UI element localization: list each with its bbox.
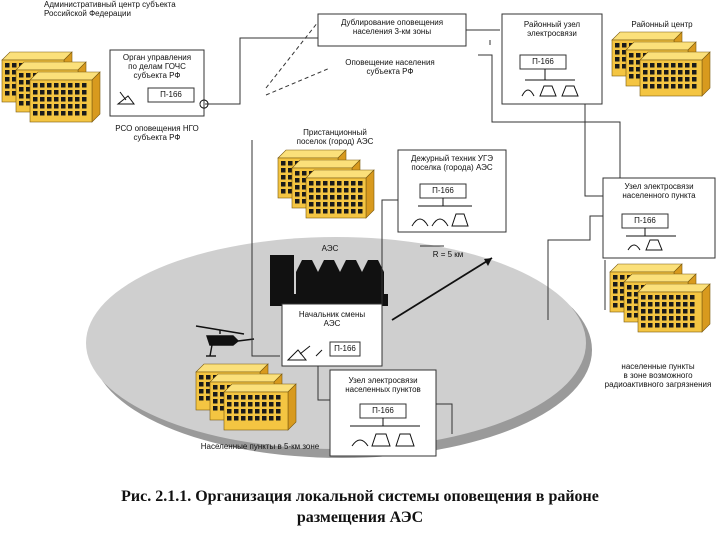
district-center-label: Районный центр [631, 20, 693, 29]
caption-line-2: размещения АЭС [296, 509, 424, 526]
p166-label-district: П-166 [532, 57, 554, 66]
district-center-building-3 [639, 51, 711, 97]
connection-lines [205, 21, 621, 434]
caption-line-1: Рис. 2.1.1. Организация локальной систем… [121, 488, 599, 505]
dub-3km-box [317, 13, 467, 47]
p166-label-gochs: П-166 [160, 90, 182, 99]
buildings-layer [1, 31, 711, 431]
radius-arrow [391, 257, 493, 321]
p166-device-gochs [147, 87, 195, 103]
p166-device-district [519, 54, 567, 70]
admin-center-building-3 [29, 71, 101, 123]
station-town-building-3 [305, 169, 375, 219]
p166-label-5km: П-166 [372, 406, 394, 415]
aes-label: АЭС [321, 244, 339, 253]
p166-label-shift: П-166 [334, 344, 356, 353]
p166-label-village: П-166 [634, 216, 656, 225]
helicopter-icon [195, 325, 255, 357]
zone-village-building-3 [637, 283, 711, 333]
aes-plant [270, 255, 388, 306]
radius-label: R = 5 км [432, 250, 464, 259]
equipment-icons [116, 69, 676, 447]
gochs-org-box [109, 49, 205, 117]
p166-device-shift [329, 341, 361, 357]
figure-caption: Рис. 2.1.1. Организация локальной систем… [0, 486, 720, 528]
p166-label-duty: П-166 [432, 186, 454, 195]
radius-arrowhead [484, 258, 492, 266]
five-km-village-building-3 [223, 383, 297, 431]
villages-5km-label: Населенные пункты в 5-км зоне [200, 442, 320, 451]
